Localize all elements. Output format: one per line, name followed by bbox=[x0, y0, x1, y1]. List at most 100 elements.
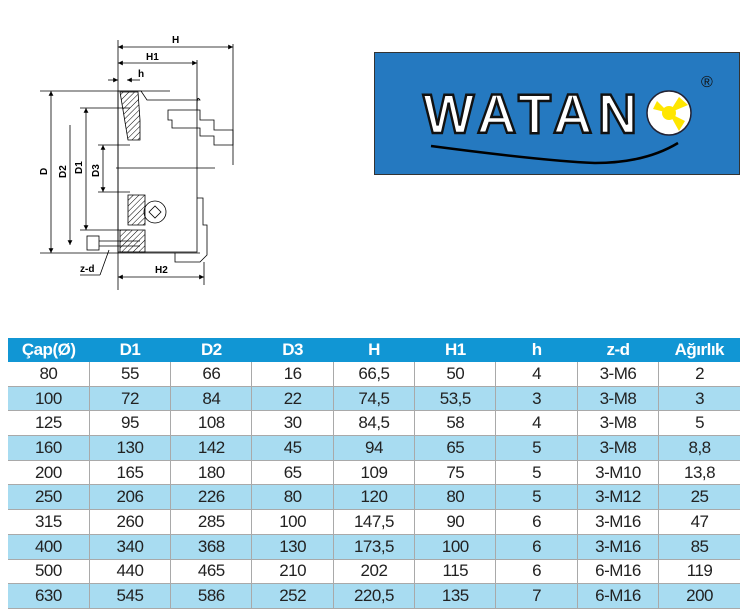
table-cell: 6-M16 bbox=[577, 583, 660, 609]
table-cell: 3-M10 bbox=[577, 460, 660, 486]
column-header: D3 bbox=[251, 338, 334, 362]
table-cell: 65 bbox=[251, 460, 334, 486]
dim-label-zd: z-d bbox=[80, 264, 94, 275]
column-header: H bbox=[333, 338, 415, 362]
table-cell: 47 bbox=[658, 509, 740, 535]
table-cell: 586 bbox=[170, 583, 253, 609]
table-cell: 3-M8 bbox=[577, 410, 660, 437]
table-cell: 25 bbox=[658, 484, 740, 511]
table-cell: 545 bbox=[89, 583, 172, 609]
table-cell: 3 bbox=[495, 386, 578, 412]
table-cell: 147,5 bbox=[333, 509, 416, 535]
table-cell: 80 bbox=[8, 362, 90, 387]
table-cell: 119 bbox=[658, 559, 740, 585]
column-header: D2 bbox=[170, 338, 252, 362]
table-cell: 200 bbox=[8, 460, 90, 486]
table-cell: 66 bbox=[170, 362, 253, 387]
table-cell: 202 bbox=[333, 559, 416, 585]
dim-label-H2: H2 bbox=[155, 265, 168, 276]
table-cell: 100 bbox=[8, 386, 90, 412]
table-cell: 5 bbox=[495, 435, 578, 461]
table-cell: 260 bbox=[89, 509, 172, 535]
dim-label-D: D bbox=[39, 168, 50, 175]
table-cell: 58 bbox=[414, 410, 497, 437]
table-cell: 500 bbox=[8, 559, 90, 585]
table-cell: 5 bbox=[495, 484, 578, 511]
table-cell: 53,5 bbox=[414, 386, 497, 412]
column-header: h bbox=[495, 338, 578, 362]
table-cell: 200 bbox=[658, 583, 740, 609]
table-cell: 22 bbox=[251, 386, 334, 412]
column-header: z-d bbox=[577, 338, 659, 362]
table-cell: 142 bbox=[170, 435, 253, 461]
table-cell: 3-M8 bbox=[577, 386, 660, 412]
table-cell: 315 bbox=[8, 509, 90, 535]
dim-label-H: H bbox=[172, 35, 179, 46]
table-cell: 30 bbox=[251, 410, 334, 437]
table-cell: 630 bbox=[8, 583, 90, 609]
table-cell: 220,5 bbox=[333, 583, 416, 609]
table-cell: 440 bbox=[89, 559, 172, 585]
table-cell: 340 bbox=[89, 534, 172, 560]
table-cell: 3-M12 bbox=[577, 484, 660, 511]
table-cell: 120 bbox=[333, 484, 416, 511]
table-cell: 6 bbox=[495, 509, 578, 535]
table-cell: 6 bbox=[495, 534, 578, 560]
table-cell: 250 bbox=[8, 484, 90, 511]
table-cell: 80 bbox=[251, 484, 334, 511]
watano-logo: WATAN ® bbox=[374, 52, 740, 175]
table-cell: 8,8 bbox=[658, 435, 740, 461]
table-cell: 13,8 bbox=[658, 460, 740, 486]
table-cell: 115 bbox=[414, 559, 497, 585]
table-cell: 4 bbox=[495, 410, 578, 437]
table-cell: 109 bbox=[333, 460, 416, 486]
table-cell: 6 bbox=[495, 559, 578, 585]
registered-mark: ® bbox=[701, 74, 713, 91]
table-cell: 5 bbox=[658, 410, 740, 437]
table-cell: 7 bbox=[495, 583, 578, 609]
table-cell: 50 bbox=[414, 362, 497, 387]
table-cell: 65 bbox=[414, 435, 497, 461]
table-cell: 180 bbox=[170, 460, 253, 486]
chuck-dimension-drawing: H H1 h D D2 D1 D3 H2 z-d bbox=[39, 35, 234, 290]
table-cell: 3 bbox=[658, 386, 740, 412]
table-cell: 3-M16 bbox=[577, 534, 660, 560]
table-cell: 3-M16 bbox=[577, 509, 660, 535]
table-cell: 66,5 bbox=[333, 362, 416, 387]
dim-label-h: h bbox=[138, 69, 144, 80]
table-cell: 165 bbox=[89, 460, 172, 486]
table-cell: 160 bbox=[8, 435, 90, 461]
table-cell: 72 bbox=[89, 386, 172, 412]
table-cell: 108 bbox=[170, 410, 253, 437]
table-cell: 75 bbox=[414, 460, 497, 486]
table-cell: 100 bbox=[414, 534, 497, 560]
table-cell: 6-M16 bbox=[577, 559, 660, 585]
table-cell: 465 bbox=[170, 559, 253, 585]
table-cell: 130 bbox=[251, 534, 334, 560]
table-cell: 55 bbox=[89, 362, 172, 387]
column-header: Çap(Ø) bbox=[8, 338, 90, 362]
dim-label-D2: D2 bbox=[58, 165, 69, 178]
table-cell: 3-M8 bbox=[577, 435, 660, 461]
table-cell: 368 bbox=[170, 534, 253, 560]
table-cell: 130 bbox=[89, 435, 172, 461]
table-cell: 16 bbox=[251, 362, 334, 387]
dim-label-H1: H1 bbox=[146, 52, 159, 63]
dim-label-D3: D3 bbox=[91, 164, 102, 177]
table-cell: 80 bbox=[414, 484, 497, 511]
svg-text:WATAN: WATAN bbox=[423, 82, 643, 145]
table-cell: 206 bbox=[89, 484, 172, 511]
table-cell: 3-M6 bbox=[577, 362, 660, 387]
table-cell: 95 bbox=[89, 410, 172, 437]
table-cell: 4 bbox=[495, 362, 578, 387]
